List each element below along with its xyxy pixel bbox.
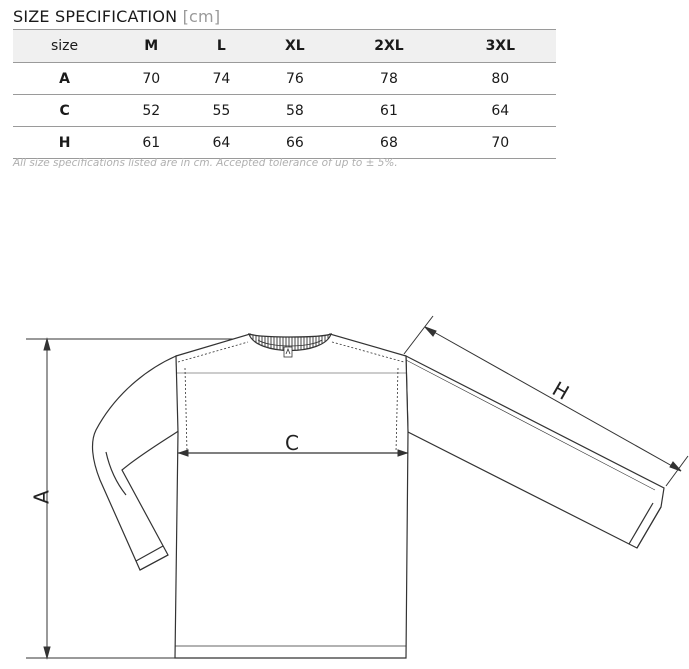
table-cell: 64 (444, 94, 556, 127)
collar (248, 333, 332, 351)
title-text: SIZE SPECIFICATION (13, 7, 178, 26)
table-header-row: size M L XL 2XL 3XL (13, 29, 556, 63)
row-label-h: H (13, 126, 117, 159)
header-size: size (13, 29, 117, 63)
dimension-a (26, 337, 248, 660)
table-cell: 61 (333, 94, 445, 127)
label-c: C (285, 431, 299, 455)
table-row: C 52 55 58 61 64 (13, 94, 556, 127)
header-l: L (186, 29, 257, 63)
row-label-c: C (13, 94, 117, 127)
table-cell: 58 (256, 94, 334, 127)
table-cell: 68 (333, 126, 445, 159)
header-m: M (116, 29, 187, 63)
table-cell: 76 (256, 62, 334, 95)
section-title: SIZE SPECIFICATION [cm] (13, 7, 220, 26)
dimension-c (177, 449, 409, 457)
tolerance-note: All size specifications listed are in cm… (13, 157, 398, 169)
table-cell: 74 (186, 62, 257, 95)
table-cell: 66 (256, 126, 334, 159)
table-cell: 61 (116, 126, 187, 159)
dimension-h (403, 315, 689, 487)
table-cell: 64 (186, 126, 257, 159)
table-cell: 70 (116, 62, 187, 95)
table-row: A 70 74 76 78 80 (13, 62, 556, 95)
brand-tag-icon (283, 346, 293, 358)
right-sleeve (405, 355, 665, 549)
left-sleeve (91, 355, 181, 571)
table-cell: 78 (333, 62, 445, 95)
table-cell: 70 (444, 126, 556, 159)
size-table: size M L XL 2XL 3XL A 70 74 76 78 80 C 5… (13, 29, 556, 159)
table-cell: 52 (116, 94, 187, 127)
table-cell: 80 (444, 62, 556, 95)
row-label-a: A (13, 62, 117, 95)
label-a: A (30, 490, 54, 504)
label-h: H (548, 377, 573, 405)
header-xl: XL (256, 29, 334, 63)
shirt-body (174, 333, 409, 659)
header-2xl: 2XL (333, 29, 445, 63)
table-row: H 61 64 66 68 70 (13, 126, 556, 159)
title-unit: [cm] (182, 7, 221, 26)
table-cell: 55 (186, 94, 257, 127)
header-3xl: 3XL (444, 29, 556, 63)
